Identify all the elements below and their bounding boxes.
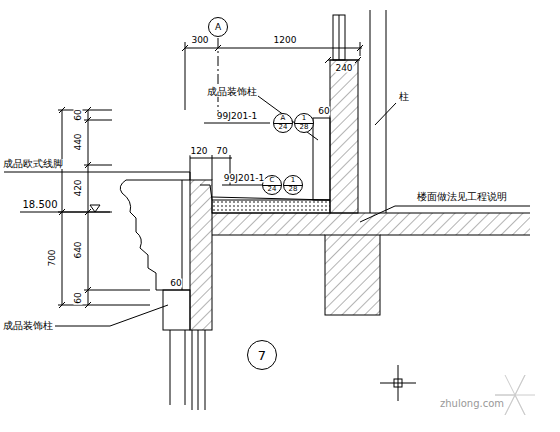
index-circle: A 24: [273, 113, 293, 133]
dimension-text: 70: [215, 147, 228, 156]
note-text: zhulong.com: [439, 399, 505, 409]
note-text: 99J201-1: [216, 112, 258, 121]
dimension-text: 60: [169, 279, 182, 288]
axis-bubble: A: [208, 17, 228, 37]
note-text: 楼面做法见工程说明: [416, 192, 508, 202]
circle-text: 28: [289, 186, 298, 193]
dimension-text: 640: [74, 240, 83, 259]
dimension-text: 60: [74, 291, 83, 304]
dimension-text: 240: [334, 64, 353, 73]
dimension-text: 440: [74, 132, 83, 151]
dimension-text: 1200: [273, 36, 298, 45]
dimension-text: 300: [190, 36, 209, 45]
note-text: 成品装饰柱: [206, 87, 258, 97]
circle-text: A: [281, 115, 286, 122]
dimension-text: 60: [317, 107, 330, 116]
index-circle: 128: [283, 175, 303, 195]
circle-text: C: [270, 177, 275, 184]
circle-text: 24: [268, 186, 277, 193]
circle-text: 28: [300, 124, 309, 131]
dimension-text: 60: [74, 108, 83, 121]
dimension-text: 18.500: [22, 200, 59, 210]
detail-number: 7: [247, 340, 277, 370]
note-text: 柱: [398, 92, 410, 102]
circle-text: 7: [258, 349, 266, 362]
circle-text: 1: [291, 177, 295, 184]
dimension-text: 120: [189, 147, 208, 156]
note-text: 成品装饰柱: [2, 321, 54, 331]
note-text: 成品欧式线脚: [2, 159, 64, 169]
circle-text: A: [215, 23, 221, 32]
circle-text: 24: [279, 124, 288, 131]
circle-text: 1: [302, 115, 306, 122]
dimension-text: 700: [48, 248, 57, 267]
index-circle: 128: [294, 113, 314, 133]
note-text: 99J201-1: [223, 174, 265, 183]
dimension-text: 420: [74, 178, 83, 197]
